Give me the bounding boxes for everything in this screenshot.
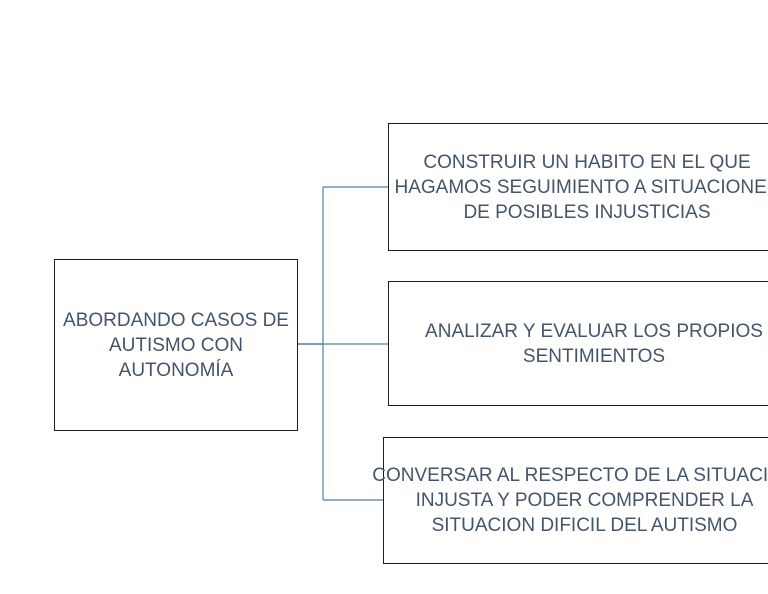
child-node-2-label: ANALIZAR Y EVALUAR LOS PROPIOS SENTIMIEN… [425, 320, 763, 367]
root-node: ABORDANDO CASOS DE AUTISMO CON AUTONOMÍA [54, 259, 298, 431]
child-node-3-label: CONVERSAR AL RESPECTO DE LA SITUACION IN… [372, 465, 768, 536]
child-node-1: CONSTRUIR UN HABITO EN EL QUE HAGAMOS SE… [388, 123, 768, 251]
child-node-3: CONVERSAR AL RESPECTO DE LA SITUACION IN… [372, 437, 768, 564]
root-node-label: ABORDANDO CASOS DE AUTISMO CON AUTONOMÍA [63, 309, 289, 381]
child-node-1-label: CONSTRUIR UN HABITO EN EL QUE HAGAMOS SE… [394, 151, 768, 223]
child-node-2: ANALIZAR Y EVALUAR LOS PROPIOS SENTIMIEN… [388, 281, 768, 406]
